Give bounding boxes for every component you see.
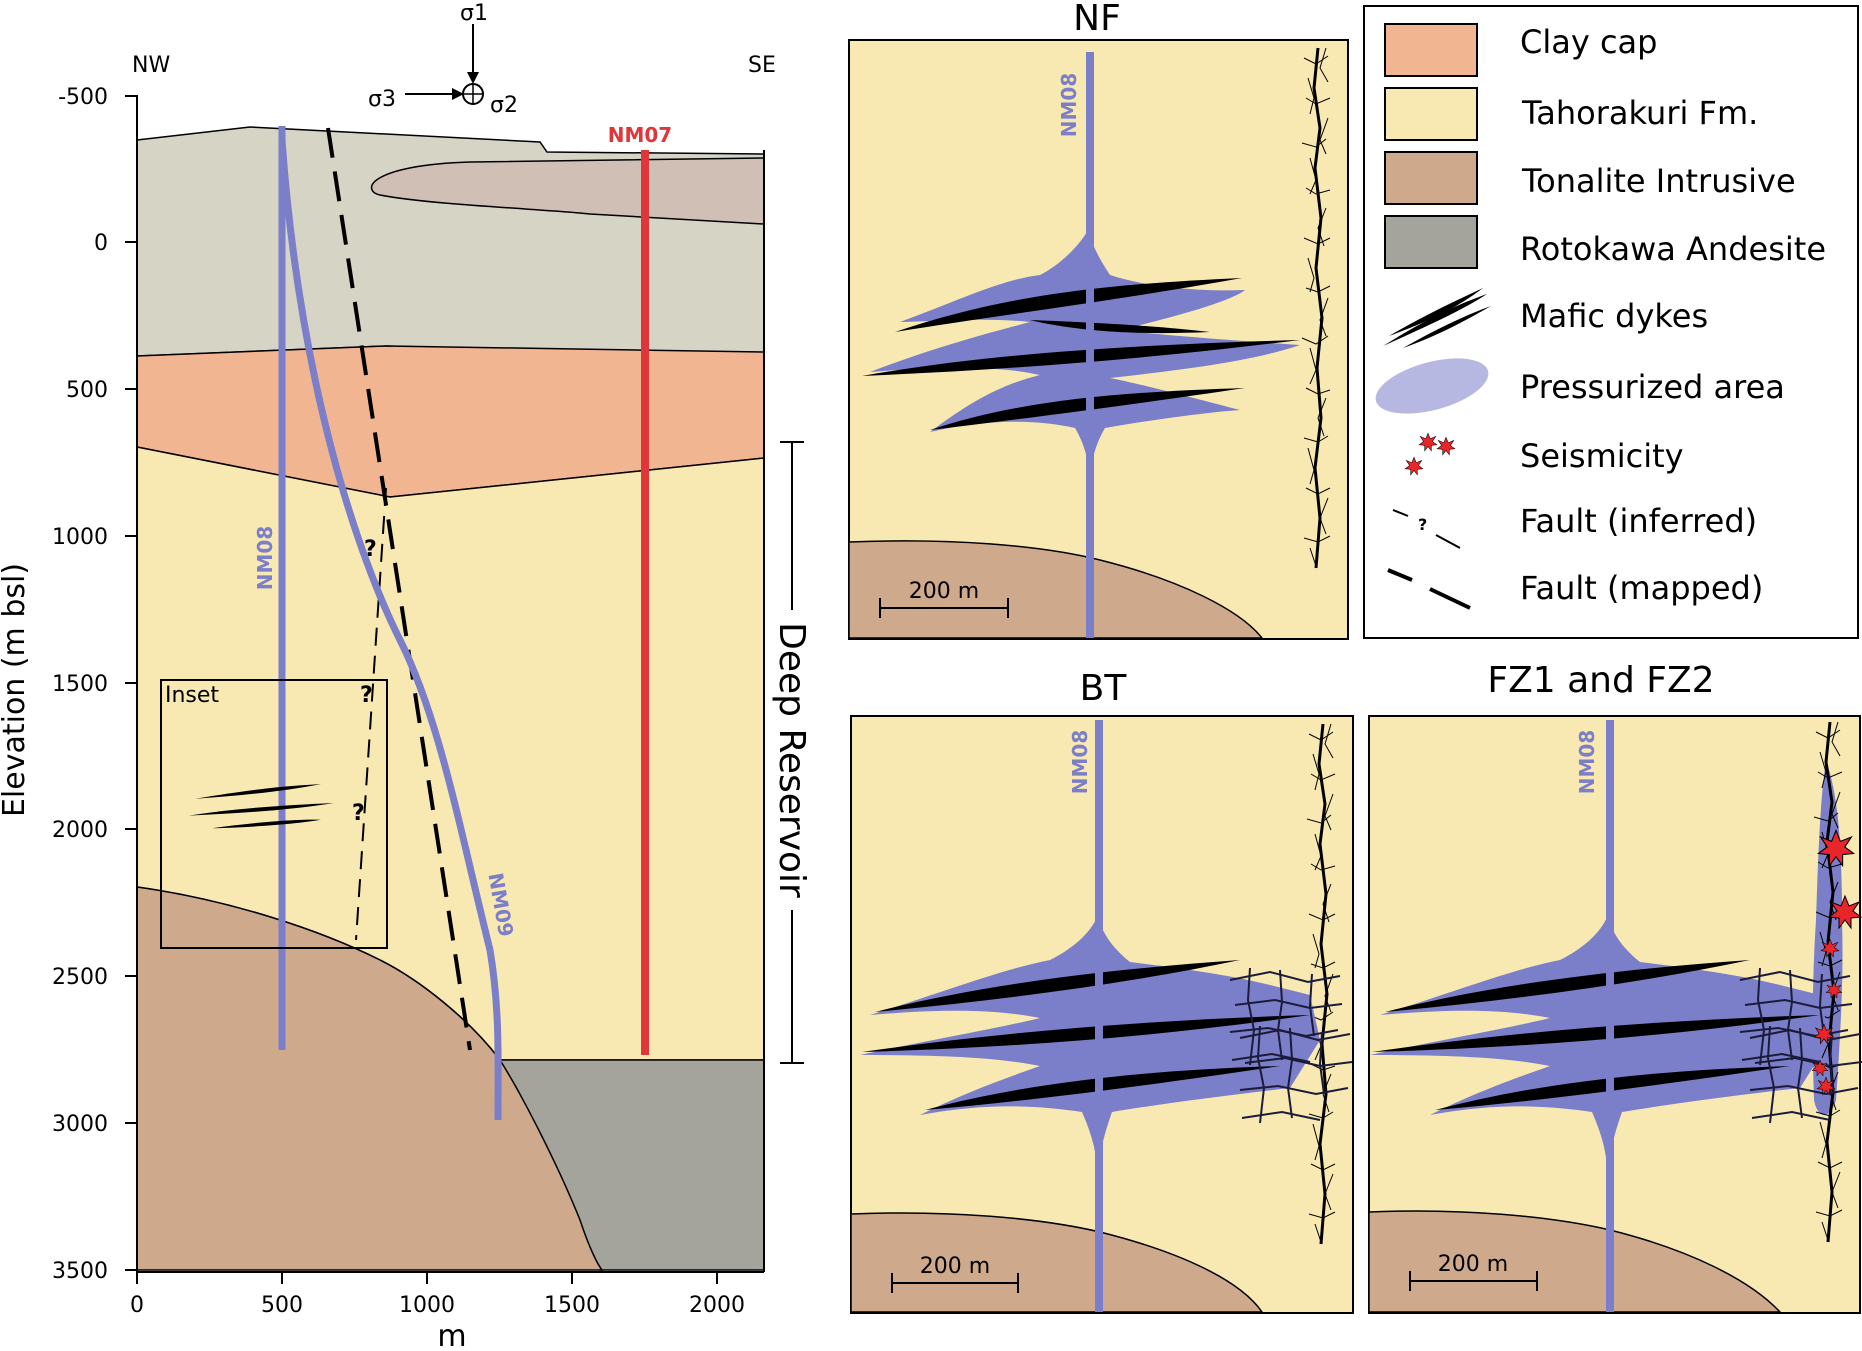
inset-box — [160, 679, 388, 949]
legend-tahorakuri: Tahorakuri Fm. — [1521, 94, 1758, 132]
x-tick-4: 2000 — [689, 1293, 745, 1318]
panel-fz-well: NM08 — [1575, 730, 1599, 794]
bt-pressurized — [860, 915, 1320, 1175]
legend-mafic-dykes: Mafic dykes — [1520, 297, 1708, 335]
stress-symbol: σ1 σ3 σ2 — [368, 1, 518, 118]
well-nm09 — [278, 139, 502, 1121]
y-tick-1: 0 — [94, 231, 108, 256]
panel-bt-title: BT — [1080, 668, 1128, 709]
panel-nf-title: NF — [1073, 0, 1121, 39]
question-3: ? — [352, 801, 365, 826]
compass-nw: NW — [132, 53, 170, 78]
x-tick-0: 0 — [130, 1293, 144, 1318]
x-tick-3: 1500 — [544, 1293, 600, 1318]
panel-fz-title: FZ1 and FZ2 — [1487, 660, 1714, 701]
y-tick-3: 1000 — [52, 525, 108, 550]
y-tick-6: 2500 — [52, 965, 108, 990]
panel-nf-scale — [879, 598, 1009, 618]
legend-pressurized: Pressurized area — [1520, 368, 1785, 406]
legend-clay-cap: Clay cap — [1520, 23, 1657, 61]
panel-bt-scale-label: 200 m — [920, 1254, 990, 1279]
legend-andesite: Rotokawa Andesite — [1520, 230, 1826, 268]
label-nm08: NM08 — [253, 526, 277, 590]
legend: ? Clay cap Tahorakuri Fm. Tonalite Intru… — [1363, 5, 1859, 639]
y-tick-4: 1500 — [52, 672, 108, 697]
y-tick-7: 3000 — [52, 1112, 108, 1137]
panel-fz: FZ1 and FZ2 NM08 200 — [1368, 660, 1862, 1314]
panel-bt-well: NM08 — [1068, 730, 1092, 794]
y-axis-label: Elevation (m bsl) — [0, 563, 32, 817]
fault-mapped — [326, 127, 472, 1051]
panel-nf-well: NM08 — [1057, 73, 1081, 137]
panel-nf: NF NM08 200 m — [848, 0, 1349, 640]
sigma-1: σ1 — [460, 1, 488, 26]
question-2: ? — [360, 683, 373, 708]
y-tick-5: 2000 — [52, 818, 108, 843]
label-nm07: NM07 — [608, 123, 672, 147]
legend-tonalite: Tonalite Intrusive — [1521, 162, 1796, 200]
compass-se: SE — [748, 53, 776, 78]
cross-section: -500 0 500 1000 1500 2000 2500 3000 3500… — [0, 1, 812, 1351]
x-tick-2: 1000 — [399, 1293, 455, 1318]
x-axis-label: m — [437, 1319, 466, 1351]
y-tick-0: -500 — [58, 85, 108, 110]
inset-label: Inset — [165, 683, 219, 708]
y-tick-8: 3500 — [52, 1259, 108, 1284]
tonalite-layer — [136, 886, 604, 1271]
y-tick-2: 500 — [66, 378, 108, 403]
panel-nf-scale-label: 200 m — [909, 579, 979, 604]
lens — [370, 157, 765, 225]
fz-pressurized — [1370, 915, 1830, 1175]
legend-question: ? — [1418, 515, 1427, 534]
panel-fz-scale — [1409, 1271, 1538, 1291]
legend-seismicity: Seismicity — [1520, 437, 1684, 475]
panel-bt-scale — [891, 1273, 1019, 1293]
sigma-2: σ2 — [490, 93, 518, 118]
legend-fault-inferred: Fault (inferred) — [1520, 502, 1757, 540]
sigma-3: σ3 — [368, 87, 396, 112]
deep-reservoir-label: Deep Reservoir — [771, 622, 812, 898]
x-tick-1: 500 — [261, 1293, 303, 1318]
legend-fault-mapped: Fault (mapped) — [1520, 569, 1763, 607]
panel-fz-scale-label: 200 m — [1438, 1252, 1508, 1277]
inset-dykes — [188, 784, 334, 829]
panel-bt: BT NM08 200 m — [850, 668, 1354, 1314]
